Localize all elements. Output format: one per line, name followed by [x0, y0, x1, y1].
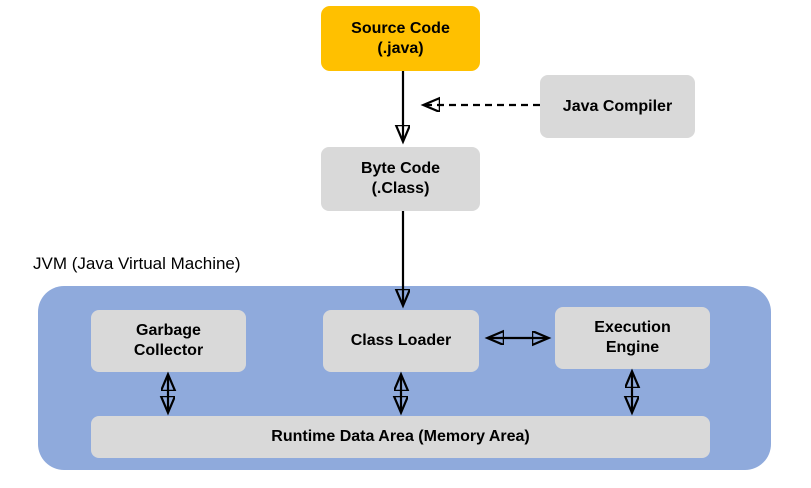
jvm-caption: JVM (Java Virtual Machine) [33, 254, 241, 273]
node-garbage-collector[interactable]: Garbage Collector [91, 310, 246, 372]
node-java-compiler[interactable]: Java Compiler [540, 75, 695, 138]
node-class-loader[interactable]: Class Loader [323, 310, 479, 372]
node-runtime-data-area[interactable]: Runtime Data Area (Memory Area) [91, 416, 710, 458]
node-byte-code[interactable]: Byte Code (.Class) [321, 147, 480, 211]
node-source-code[interactable]: Source Code (.java) [321, 6, 480, 71]
node-execution-engine[interactable]: Execution Engine [555, 307, 710, 369]
